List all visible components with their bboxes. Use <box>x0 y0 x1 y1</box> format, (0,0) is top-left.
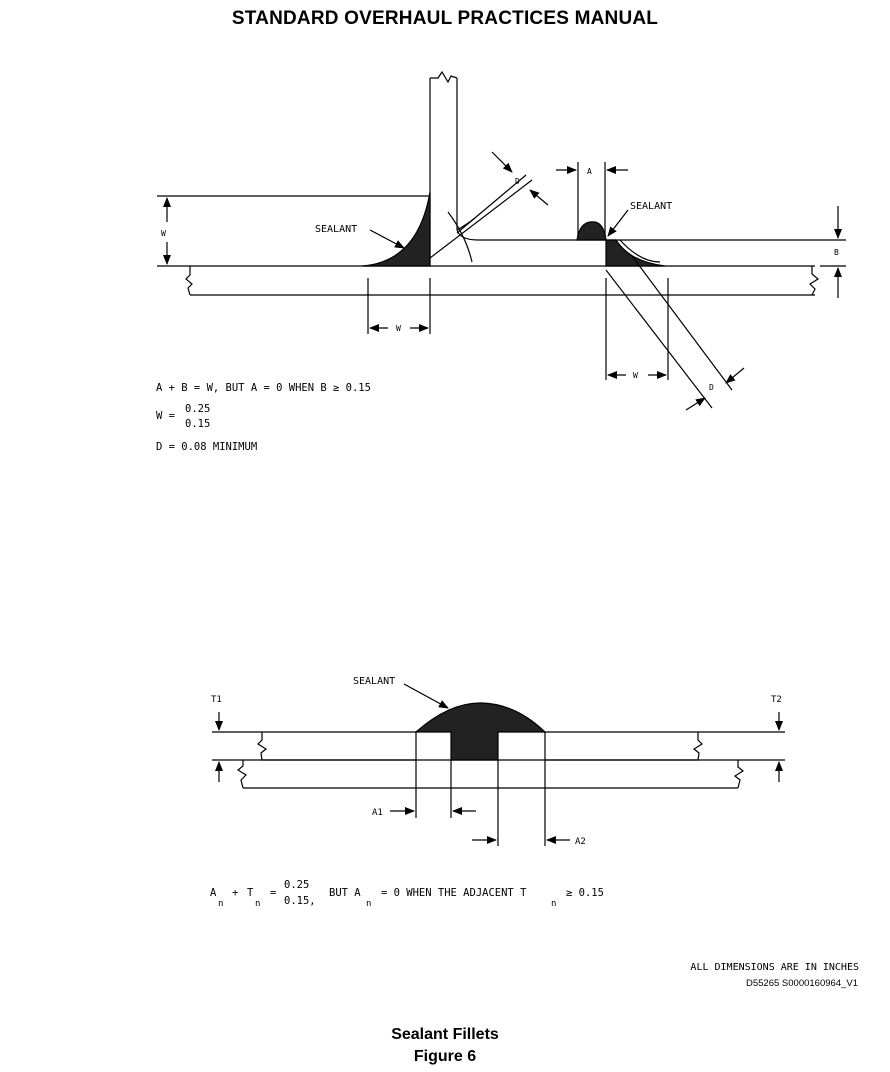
formula-rest: = 0 WHEN THE ADJACENT T <box>381 887 527 899</box>
note-line-3: D = 0.08 MINIMUM <box>156 441 257 453</box>
figure-number: Figure 6 <box>413 1048 477 1065</box>
label-a2: A2 <box>575 837 586 847</box>
formula-sub-1: n <box>218 899 223 909</box>
sealant-dome <box>414 702 547 761</box>
label-sealant-bottom: SEALANT <box>353 676 395 687</box>
label-w-left: W <box>396 324 401 333</box>
top-figure <box>157 70 846 411</box>
label-w-right: W <box>633 371 638 380</box>
top-notes: A + B = W, BUT A = 0 WHEN B ≥ 0.15 W = 0… <box>156 382 371 453</box>
sealant-fillet-left <box>361 191 431 267</box>
bottom-figure <box>212 683 785 846</box>
formula-sub-4: n <box>551 899 556 909</box>
w-right-dimension <box>605 278 669 380</box>
formula-but: BUT A <box>329 887 361 899</box>
leader-sealant-bottom <box>403 683 449 709</box>
label-sealant-left: SEALANT <box>315 224 357 235</box>
sealant-bead <box>576 221 607 241</box>
formula-end: ≥ 0.15 <box>566 887 604 899</box>
note-w-den: 0.15 <box>185 418 210 430</box>
leader-sealant-right <box>607 209 629 237</box>
diagonal-member-upper <box>429 174 533 263</box>
a-dimension <box>556 162 628 236</box>
leader-sealant-left <box>369 229 405 249</box>
formula-plus: + <box>232 887 238 899</box>
note-w-num: 0.25 <box>185 403 210 415</box>
units-note: ALL DIMENSIONS ARE IN INCHES <box>690 962 859 973</box>
page-title: STANDARD OVERHAUL PRACTICES MANUAL <box>231 8 659 29</box>
formula-eq: = <box>270 887 276 899</box>
label-t1: T1 <box>211 695 222 705</box>
label-w-vertical: W <box>161 229 166 238</box>
a1-dimension <box>390 732 476 818</box>
label-a1: A1 <box>372 808 383 818</box>
label-b: B <box>834 248 839 257</box>
note-w-lhs: W = <box>156 410 175 422</box>
diagonal-member-lower <box>605 239 733 409</box>
formula-sub-3: n <box>366 899 371 909</box>
sealant-fillet-right <box>605 239 666 267</box>
label-sealant-right: SEALANT <box>630 201 672 212</box>
d-lower-dimension <box>685 367 745 411</box>
bottom-formula: A n + T n = 0.25 0.15, BUT A n = 0 WHEN … <box>210 879 604 909</box>
label-d-upper: D <box>515 177 520 186</box>
formula-sub-2: n <box>255 899 260 909</box>
bottom-figure-labels: SEALANT T1 T2 A1 A2 <box>211 676 782 847</box>
b-dimension <box>820 206 846 298</box>
base-plate <box>185 265 820 296</box>
label-a: A <box>587 167 592 176</box>
label-d-lower: D <box>709 383 714 392</box>
formula-t: T <box>247 887 254 899</box>
document-id: D55265 S0000160964_V1 <box>746 978 858 989</box>
note-line-1: A + B = W, BUT A = 0 WHEN B ≥ 0.15 <box>156 382 371 394</box>
formula-a: A <box>210 887 217 899</box>
label-t2: T2 <box>771 695 782 705</box>
top-figure-labels: SEALANT SEALANT W W W D D A B <box>161 167 839 392</box>
w-left-dimension <box>367 278 431 334</box>
vertical-web <box>429 70 846 266</box>
figure-caption: Sealant Fillets <box>391 1026 499 1043</box>
formula-den: 0.15, <box>284 895 316 907</box>
d-upper-dimension <box>491 151 549 206</box>
formula-num: 0.25 <box>284 879 309 891</box>
a2-dimension <box>472 732 570 846</box>
w-vertical-dimension <box>157 195 430 267</box>
